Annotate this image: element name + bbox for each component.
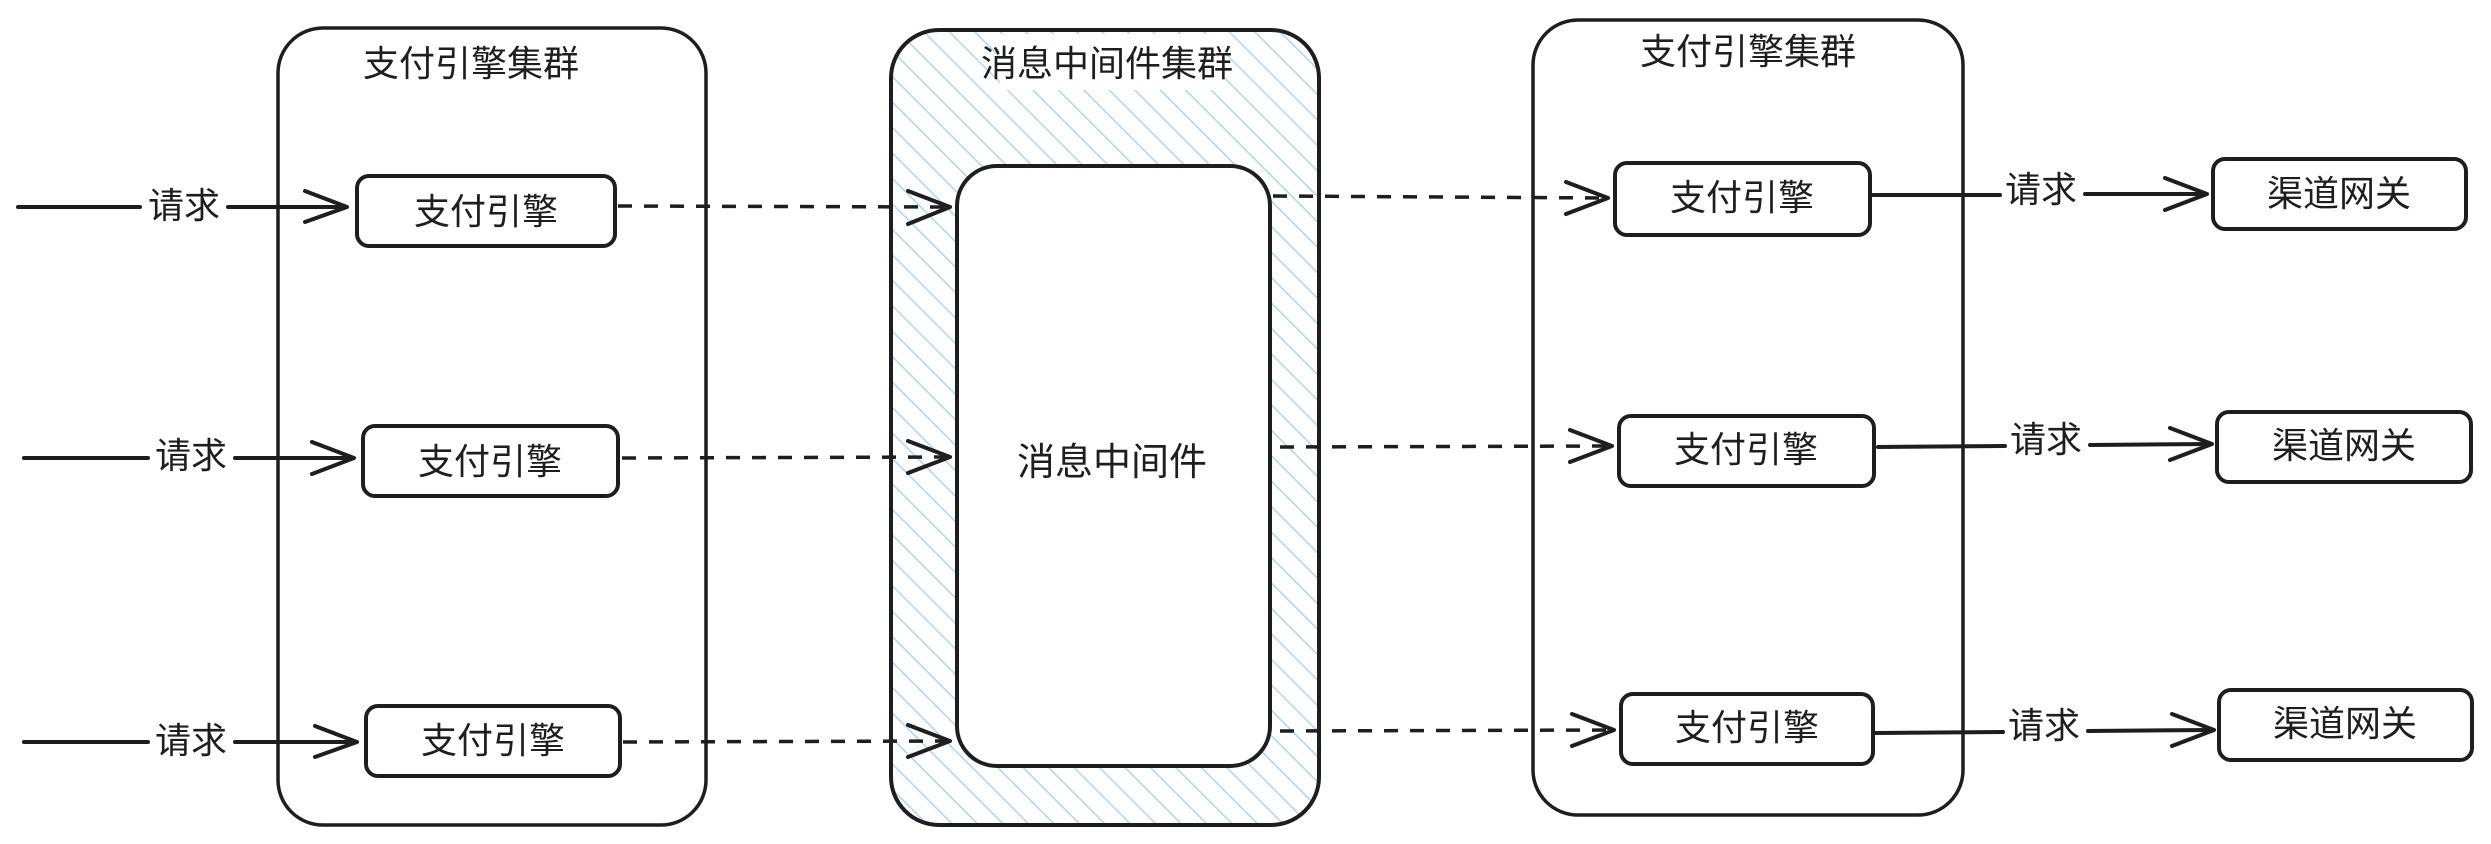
- incoming-arrows: 请求 请求 请求: [16, 186, 359, 762]
- outgoing-arrows: 请求 请求 请求: [1871, 170, 2216, 748]
- dashed-arrow-right-1-head: [1564, 180, 1610, 216]
- left-cluster: 支付引擎集群 支付引擎 支付引擎 支付引擎: [276, 26, 708, 827]
- incoming-arrow-3-head: [313, 724, 359, 759]
- dashed-arrow-right-2-head: [1568, 428, 1614, 464]
- gateway-1[interactable]: [2211, 157, 2468, 231]
- dashed-arrow-left-1-head: [906, 189, 952, 226]
- dashed-arrow-right-3: [1279, 728, 1615, 733]
- incoming-arrow-2-head: [310, 440, 356, 476]
- outgoing-label-2: 请求: [2010, 420, 2082, 461]
- right-engine-3[interactable]: [1619, 692, 1875, 766]
- right-cluster-title: 支付引擎集群: [1640, 32, 1856, 73]
- right-cluster: 支付引擎集群 支付引擎 支付引擎 支付引擎: [1531, 18, 1965, 817]
- left-engine-3[interactable]: [364, 704, 622, 778]
- outgoing-arrow-2-head: [2168, 426, 2214, 462]
- middleware-cluster: 消息中间件集群 消息中间件: [889, 28, 1321, 827]
- incoming-label-3: 请求: [155, 721, 227, 762]
- gateway-1-label: 渠道网关: [2267, 174, 2411, 215]
- incoming-arrow-1-head: [303, 189, 349, 224]
- dashed-arrow-left-2: [621, 455, 951, 460]
- gateway-3-label: 渠道网关: [2273, 704, 2417, 745]
- right-engine-1[interactable]: [1613, 161, 1872, 237]
- incoming-label-1: 请求: [148, 186, 220, 227]
- outgoing-arrow-2-tail: [1876, 444, 2007, 449]
- middleware-to-right-arrows: [1272, 180, 1616, 748]
- outgoing-label-3: 请求: [2008, 706, 2080, 747]
- right-engine-2-label: 支付引擎: [1674, 430, 1818, 471]
- middleware-label: 消息中间件: [1017, 440, 1207, 484]
- left-engine-2-label: 支付引擎: [418, 442, 562, 483]
- incoming-label-2: 请求: [155, 436, 227, 477]
- right-engine-1-label: 支付引擎: [1670, 178, 1814, 219]
- dashed-arrow-left-3-head: [906, 723, 952, 759]
- left-engine-1-label: 支付引擎: [414, 192, 558, 233]
- dashed-arrow-left-2-head: [906, 439, 952, 475]
- gateway-3[interactable]: [2217, 688, 2474, 762]
- gateways: 渠道网关 渠道网关 渠道网关: [2211, 157, 2474, 762]
- outgoing-arrow-3-tail: [1874, 730, 2005, 735]
- outgoing-label-1: 请求: [2005, 170, 2077, 211]
- outgoing-arrow-1-head: [2163, 176, 2209, 212]
- dashed-arrow-right-2: [1279, 444, 1613, 449]
- right-cluster-frame: [1531, 18, 1965, 817]
- gateway-2-label: 渠道网关: [2272, 426, 2416, 467]
- gateway-2[interactable]: [2215, 410, 2473, 484]
- dashed-arrow-left-3: [622, 739, 951, 744]
- outgoing-arrow-3-head: [2170, 712, 2216, 748]
- outgoing-arrow-3-line: [2086, 728, 2214, 733]
- left-cluster-frame: [276, 26, 708, 827]
- left-engine-1[interactable]: [355, 174, 617, 248]
- left-cluster-title: 支付引擎集群: [363, 44, 579, 85]
- left-engine-3-label: 支付引擎: [421, 721, 565, 762]
- middleware-box[interactable]: [955, 164, 1272, 768]
- right-engine-3-label: 支付引擎: [1675, 708, 1819, 749]
- outgoing-arrow-2-line: [2088, 442, 2212, 447]
- right-engine-2[interactable]: [1617, 414, 1876, 488]
- middleware-title-backdrop: [1000, 34, 1225, 90]
- dashed-arrow-right-3-head: [1570, 712, 1616, 748]
- dashed-arrow-right-1: [1272, 194, 1609, 200]
- dashed-arrow-left-1: [617, 204, 951, 209]
- left-to-middleware-arrows: [617, 189, 952, 759]
- middleware-cluster-title: 消息中间件集群: [981, 44, 1233, 85]
- left-engine-2[interactable]: [361, 424, 620, 498]
